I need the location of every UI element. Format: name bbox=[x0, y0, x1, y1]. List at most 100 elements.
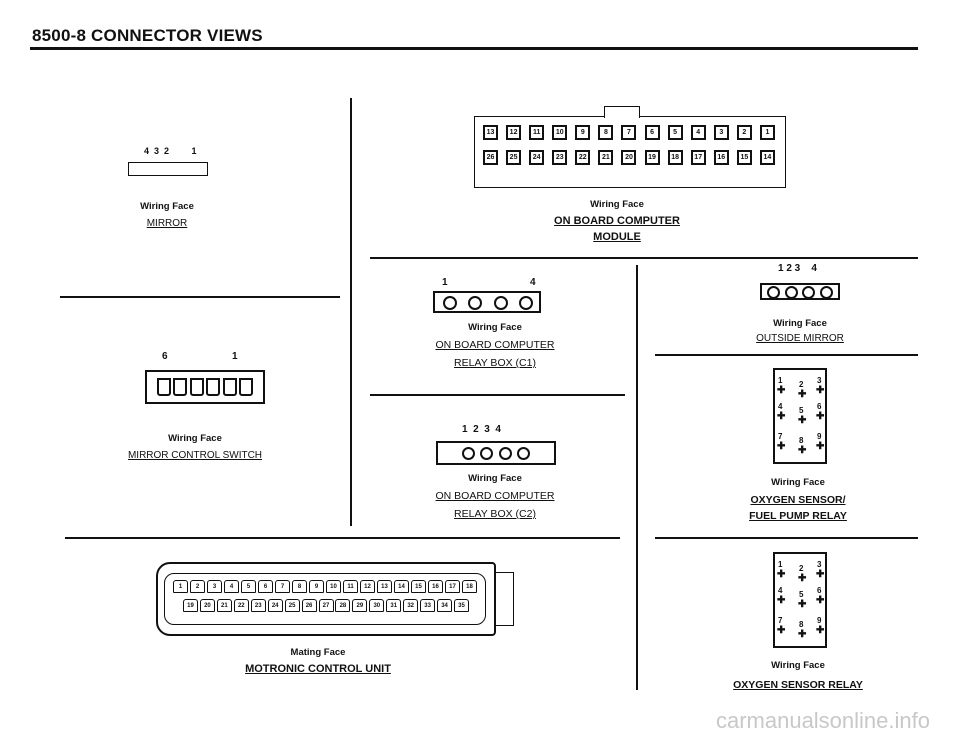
terminal-icon: ✚ bbox=[816, 595, 825, 606]
pin: 23 bbox=[250, 599, 266, 612]
pin: 15 bbox=[736, 150, 752, 165]
connector-body bbox=[128, 162, 208, 176]
connector-title: MIRROR CONTROL SWITCH bbox=[127, 450, 263, 461]
pin: 12 bbox=[360, 580, 375, 593]
pin: 29 bbox=[352, 599, 368, 612]
pin-number: 5 bbox=[799, 406, 804, 415]
pin: 19 bbox=[183, 599, 198, 612]
connector-title: MODULE bbox=[593, 231, 641, 243]
pin-number: 9 bbox=[817, 432, 822, 441]
pin: 10 bbox=[552, 125, 568, 140]
pin: 11 bbox=[343, 580, 358, 593]
pin: 33 bbox=[420, 599, 436, 612]
face-label: Wiring Face bbox=[771, 660, 825, 671]
key-tab bbox=[604, 106, 640, 118]
pin: 16 bbox=[428, 580, 443, 593]
pin: 20 bbox=[199, 599, 215, 612]
pin-cavity bbox=[468, 296, 483, 310]
pin-cavity bbox=[189, 378, 204, 396]
pin: 32 bbox=[403, 599, 419, 612]
terminal-icon: ✚ bbox=[798, 629, 807, 640]
face-label: Mating Face bbox=[290, 647, 346, 658]
pin: 21 bbox=[216, 599, 232, 612]
terminal-icon: ✚ bbox=[777, 569, 786, 580]
pin: 8 bbox=[598, 125, 614, 140]
pin: 26 bbox=[483, 150, 498, 165]
pin-number: 4 bbox=[530, 277, 536, 288]
face-label: Wiring Face bbox=[773, 318, 827, 329]
pin-number: 1 bbox=[778, 560, 783, 569]
pin: 34 bbox=[437, 599, 453, 612]
pin-cavity bbox=[206, 378, 221, 396]
pin: 4 bbox=[690, 125, 706, 140]
pin-numbers: 1 2 3 4 bbox=[462, 424, 501, 435]
divider bbox=[65, 537, 620, 539]
face-label: Wiring Face bbox=[771, 477, 825, 488]
face-label: Wiring Face bbox=[468, 322, 522, 333]
connector-latch bbox=[494, 572, 514, 626]
pin: 27 bbox=[318, 599, 334, 612]
pin-number: 3 bbox=[817, 376, 822, 385]
pin: 6 bbox=[644, 125, 660, 140]
pin-number: 1 bbox=[232, 351, 238, 362]
pin-number: 9 bbox=[817, 616, 822, 625]
pin-cavity bbox=[443, 296, 457, 310]
terminal-icon: ✚ bbox=[816, 625, 825, 636]
pin-cavity bbox=[802, 286, 816, 299]
pin-number: 7 bbox=[778, 432, 783, 441]
pin-number: 6 bbox=[817, 402, 822, 411]
terminal-icon: ✚ bbox=[816, 569, 825, 580]
pin-cavity bbox=[516, 447, 530, 460]
connector-body bbox=[145, 370, 265, 404]
pin: 18 bbox=[462, 580, 477, 593]
pin: 13 bbox=[483, 125, 498, 140]
pin-number: 8 bbox=[799, 620, 804, 629]
terminal-icon: ✚ bbox=[777, 595, 786, 606]
pin: 17 bbox=[445, 580, 460, 593]
pin-number: 2 bbox=[799, 380, 804, 389]
terminal-icon: ✚ bbox=[777, 625, 786, 636]
watermark: carmanualsonline.info bbox=[715, 708, 930, 733]
pin: 31 bbox=[386, 599, 402, 612]
pin: 10 bbox=[326, 580, 341, 593]
connector-title: OUTSIDE MIRROR bbox=[756, 333, 844, 344]
connector-title: OXYGEN SENSOR RELAY bbox=[733, 679, 863, 691]
divider-vertical-right bbox=[636, 265, 638, 690]
connector-title: MIRROR bbox=[146, 218, 188, 229]
connector-title: ON BOARD COMPUTER bbox=[554, 215, 680, 227]
pin: 18 bbox=[667, 150, 683, 165]
pin: 25 bbox=[284, 599, 300, 612]
pin-number: 4 bbox=[778, 402, 783, 411]
pin-number: 2 bbox=[799, 564, 804, 573]
face-label: Wiring Face bbox=[140, 201, 194, 212]
pin-cavity bbox=[157, 378, 171, 396]
pin-numbers: 1 2 3 4 bbox=[778, 263, 817, 274]
pin: 14 bbox=[394, 580, 409, 593]
pin: 22 bbox=[233, 599, 249, 612]
terminal-icon: ✚ bbox=[798, 599, 807, 610]
pin-cavity bbox=[784, 286, 798, 299]
connector-body: 1✚2✚3✚4✚5✚6✚7✚8✚9✚ bbox=[773, 368, 827, 464]
connector-body bbox=[436, 441, 556, 465]
pin-cavity bbox=[767, 286, 780, 299]
pin: 1 bbox=[173, 580, 188, 593]
pin: 2 bbox=[736, 125, 752, 140]
pin-cavity bbox=[518, 296, 533, 310]
terminal-icon: ✚ bbox=[816, 385, 825, 396]
pin: 7 bbox=[275, 580, 290, 593]
pin-number: 1 bbox=[442, 277, 448, 288]
pin: 2 bbox=[190, 580, 205, 593]
pin: 26 bbox=[301, 599, 317, 612]
divider bbox=[60, 296, 340, 298]
pin: 25 bbox=[506, 150, 522, 165]
pin: 6 bbox=[258, 580, 273, 593]
pin: 35 bbox=[454, 599, 469, 612]
pin-number: 8 bbox=[799, 436, 804, 445]
pin: 19 bbox=[644, 150, 660, 165]
pin-number: 7 bbox=[778, 616, 783, 625]
terminal-icon: ✚ bbox=[777, 411, 786, 422]
connector-body: 1✚2✚3✚4✚5✚6✚7✚8✚9✚ bbox=[773, 552, 827, 648]
